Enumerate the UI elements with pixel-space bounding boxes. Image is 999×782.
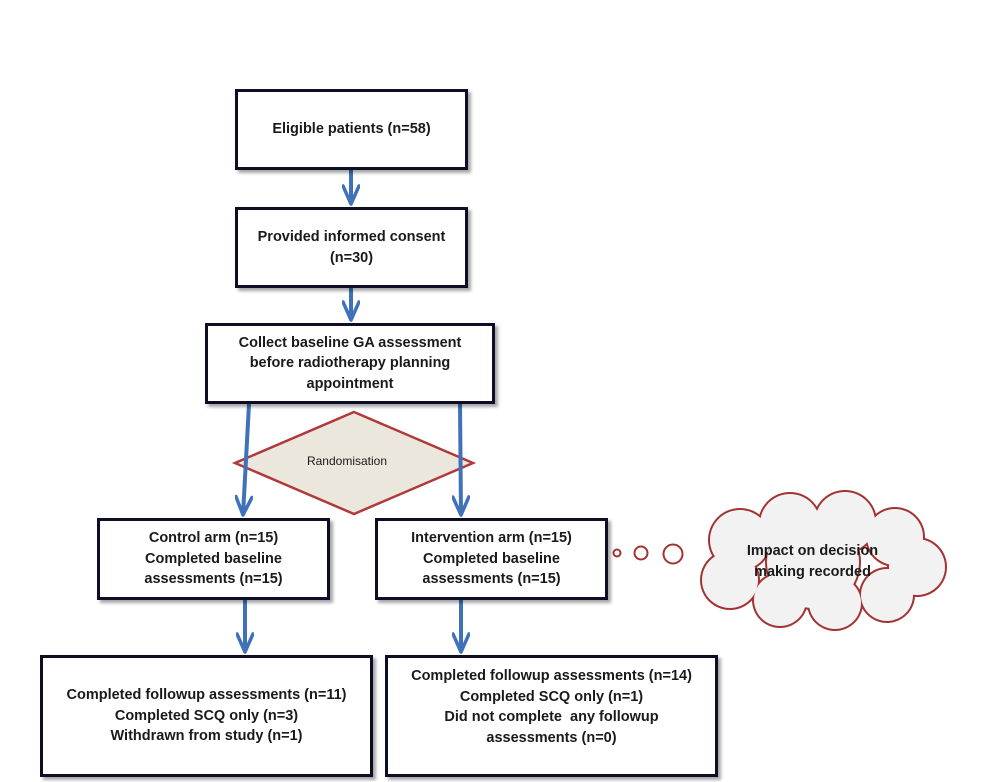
box-line: Completed baseline [145, 550, 282, 567]
informed-consent-box: Provided informed consent (n=30) [235, 207, 468, 288]
box-line: Did not complete any followup [444, 709, 659, 725]
box-line: Completed baseline [423, 550, 560, 567]
box-line: Completed followup assessments (n=14) [411, 668, 692, 684]
box-line: assessments (n=15) [422, 571, 561, 588]
thought-bubble-small [612, 548, 622, 558]
box-line: Completed SCQ only (n=1) [459, 688, 644, 705]
thought-bubble-medium [633, 545, 649, 561]
box-line: appointment [306, 375, 394, 392]
arrow-baseline-to-intervention [460, 403, 461, 515]
control-arm-box: Control arm (n=15) Completed baseline as… [97, 518, 330, 600]
box-line: Collect baseline GA assessment [238, 334, 462, 351]
box-line: Control arm (n=15) [148, 530, 279, 547]
randomisation-label: Randomisation [306, 454, 388, 468]
box-line: (n=30) [329, 249, 374, 266]
box-line: assessments (n=15) [144, 571, 283, 588]
box-line: Completed SCQ only (n=3) [114, 707, 299, 724]
note-line: Impact on decision [746, 543, 879, 559]
note-line: making recorded [754, 563, 871, 580]
eligible-patients-box: Eligible patients (n=58) [235, 89, 468, 170]
box-line: assessments (n=0) [486, 729, 617, 746]
thought-bubble-large [662, 543, 684, 565]
intervention-arm-box: Intervention arm (n=15) Completed baseli… [375, 518, 608, 600]
box-line: Provided informed consent [257, 229, 446, 245]
box-line: Completed followup assessments (n=11) [66, 687, 347, 704]
intervention-followup-box: Completed followup assessments (n=14) Co… [385, 655, 718, 777]
box-line: Eligible patients (n=58) [272, 121, 431, 138]
box-line: Withdrawn from study (n=1) [110, 728, 303, 745]
cloud-shape [700, 490, 947, 631]
baseline-assessment-box: Collect baseline GA assessment before ra… [205, 323, 495, 404]
box-line: Intervention arm (n=15) [411, 530, 572, 547]
box-line: before radiotherapy planning [249, 355, 451, 372]
randomisation-diamond [231, 410, 477, 516]
arrow-baseline-to-control [243, 403, 249, 515]
cloud-note-text: Impact on decision making recorded [735, 541, 890, 582]
control-followup-box: Completed followup assessments (n=11) Co… [40, 655, 373, 777]
